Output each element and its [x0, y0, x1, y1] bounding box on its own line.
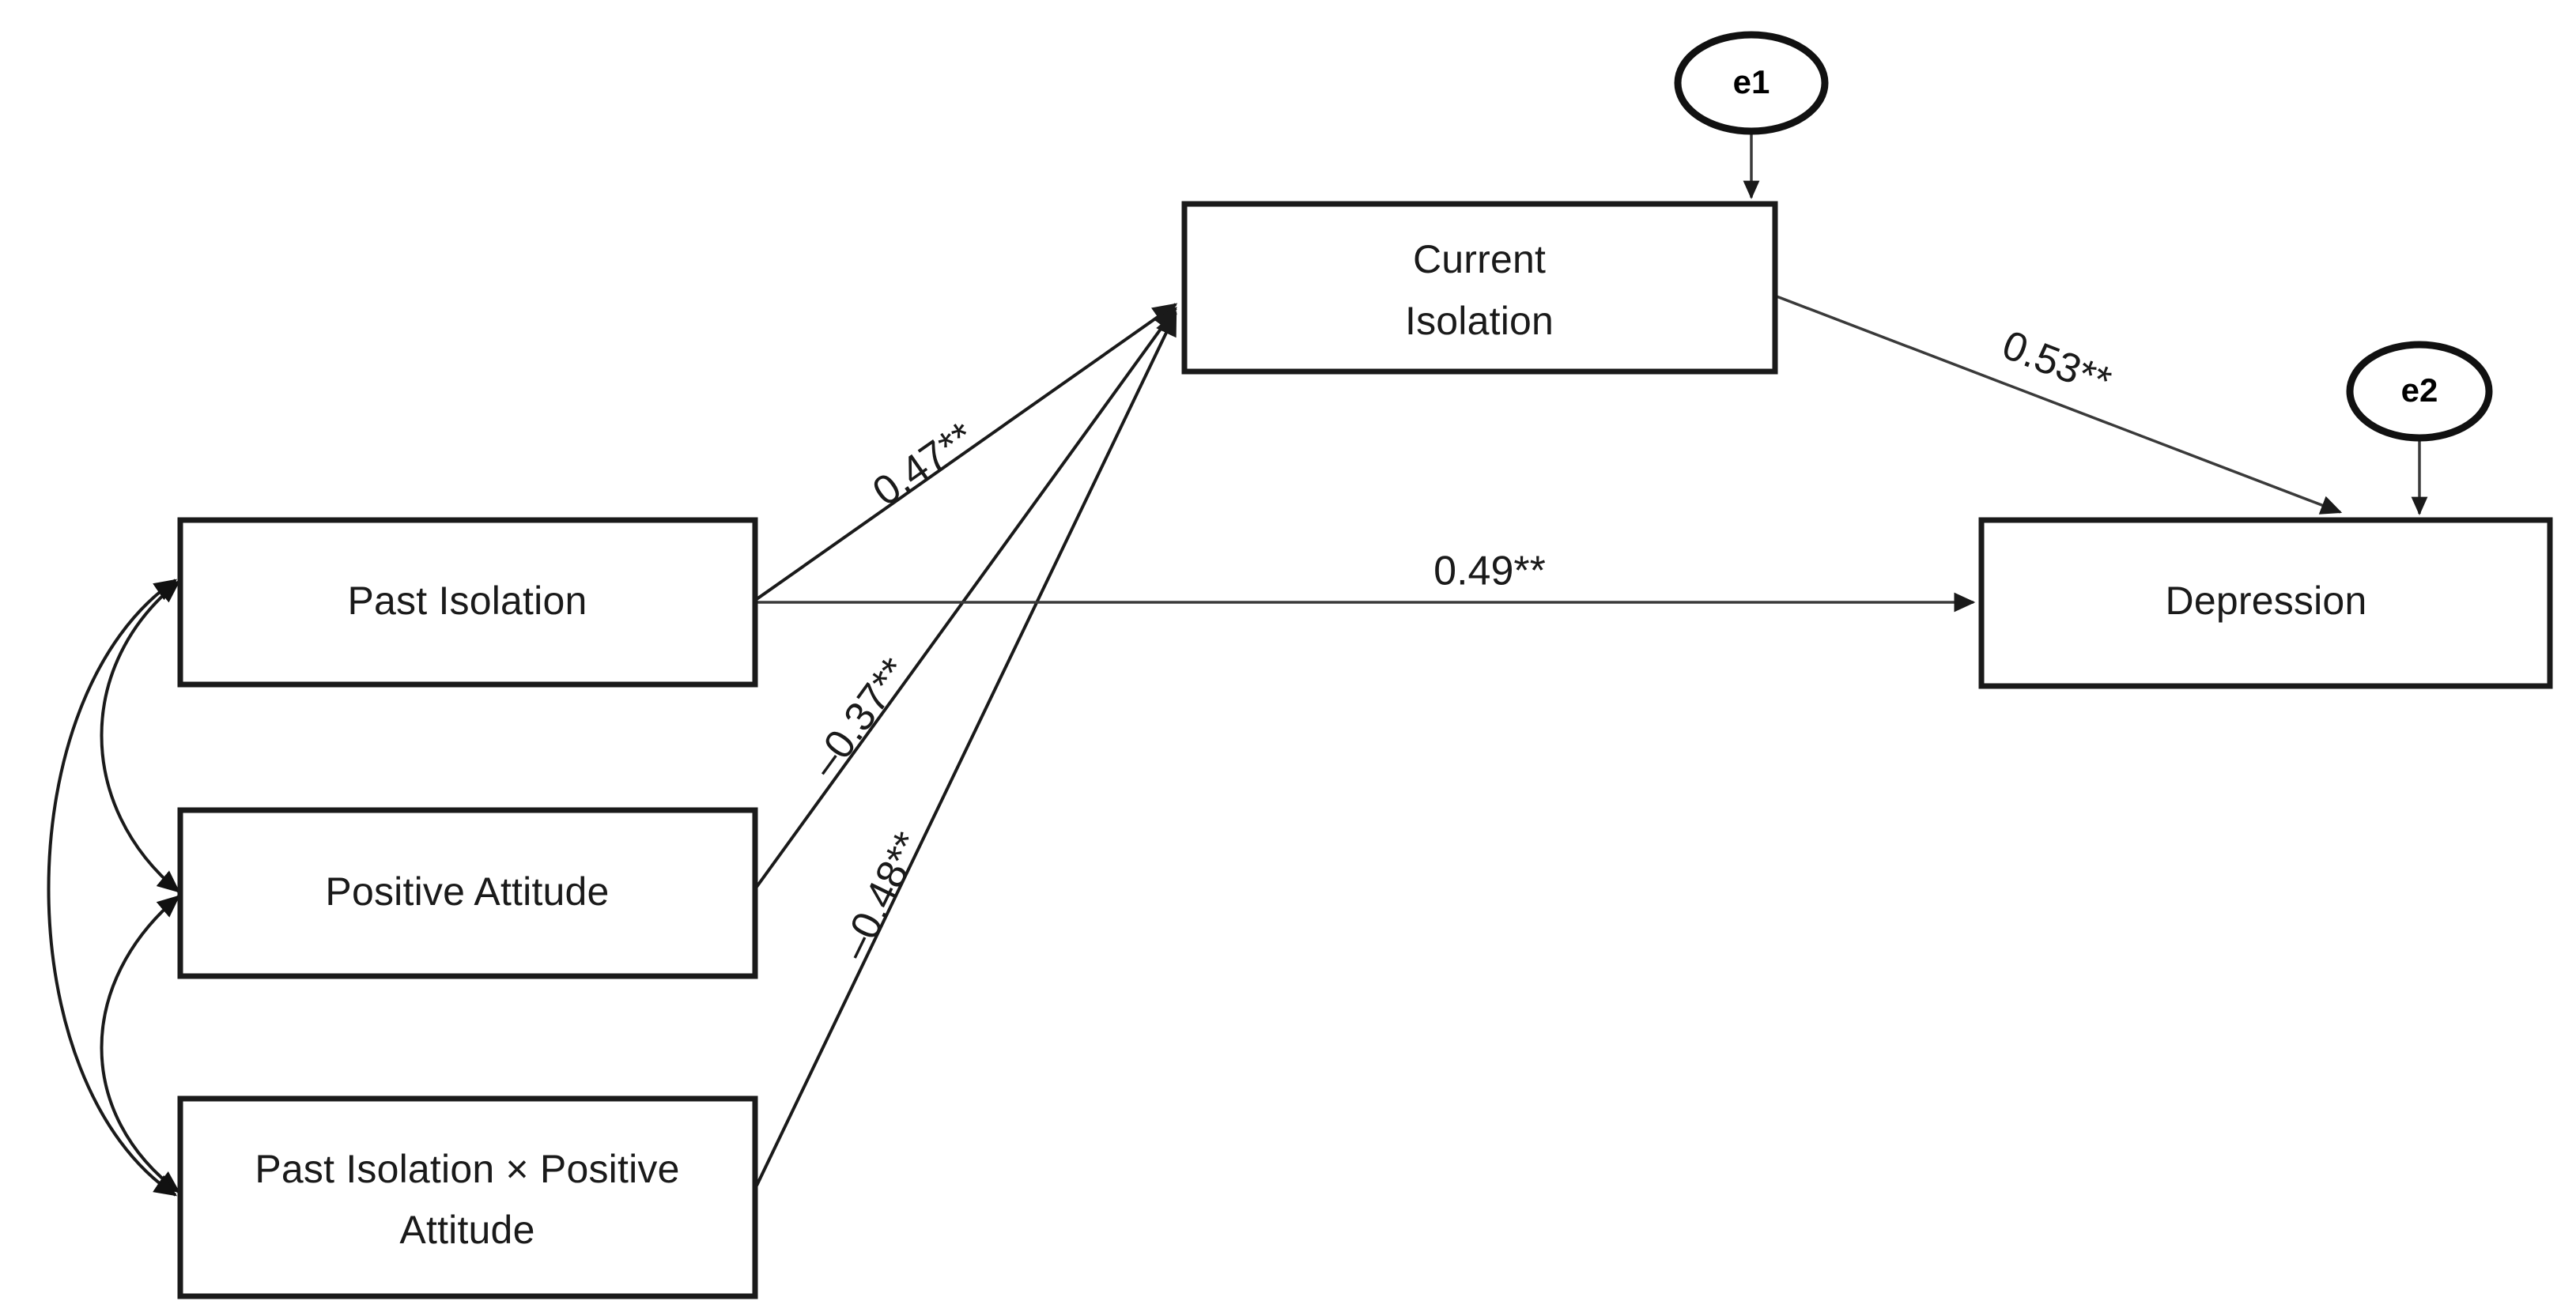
coefficient-interaction-to-current-isolation: –0.48** — [832, 825, 932, 967]
covariance-past-isolation-positive-attitude — [100, 580, 180, 893]
node-interaction[interactable] — [177, 1095, 758, 1299]
node-e2[interactable] — [2346, 341, 2493, 442]
node-past-isolation[interactable] — [177, 517, 758, 688]
label-e2: e2 — [2401, 371, 2438, 409]
node-positive-attitude[interactable] — [177, 807, 758, 979]
coefficient-current-isolation-to-depression: 0.53** — [1996, 322, 2117, 405]
label-positive-attitude: Positive Attitude — [325, 869, 609, 914]
covariance-past-isolation-interaction — [47, 579, 178, 1197]
node-e1[interactable] — [1674, 31, 1829, 135]
path-positive-attitude-to-current-isolation — [755, 306, 1177, 888]
coefficient-past-isolation-to-current-isolation: 0.47** — [864, 413, 982, 515]
label-interaction-line1: Past Isolation × Positive — [255, 1147, 679, 1191]
path-past-isolation-to-current-isolation — [755, 303, 1178, 601]
label-e1: e1 — [1733, 63, 1770, 100]
label-current-isolation-line1: Current — [1413, 237, 1546, 281]
label-current-isolation-line2: Isolation — [1405, 299, 1554, 343]
coefficient-positive-attitude-to-current-isolation: –0.37** — [802, 650, 918, 786]
label-interaction-line2: Attitude — [399, 1208, 534, 1252]
covariance-positive-attitude-interaction — [100, 895, 180, 1193]
node-current-isolation[interactable] — [1181, 201, 1778, 375]
label-depression: Depression — [2166, 579, 2367, 623]
node-depression[interactable] — [1978, 517, 2553, 689]
path-interaction-to-current-isolation — [755, 311, 1177, 1186]
label-past-isolation: Past Isolation — [348, 579, 587, 623]
coefficient-past-isolation-to-depression: 0.49** — [1433, 549, 1546, 594]
path-current-isolation-to-depression — [1776, 295, 2343, 515]
